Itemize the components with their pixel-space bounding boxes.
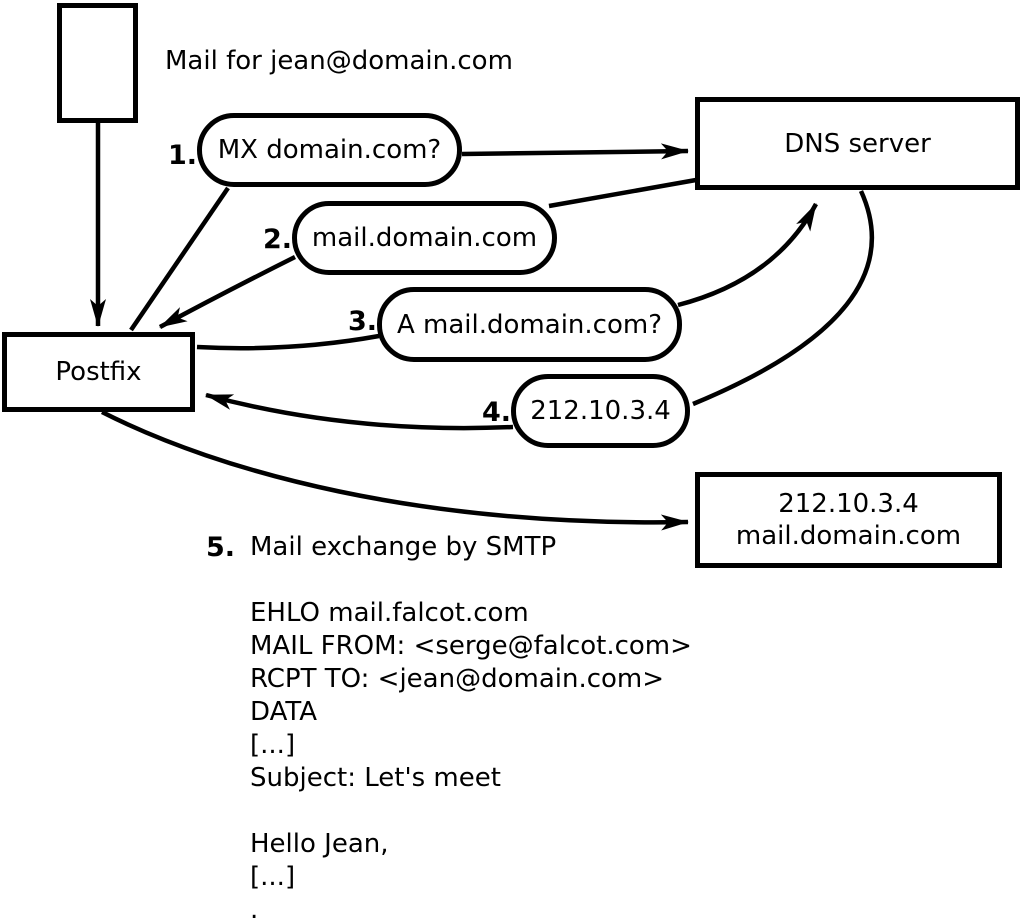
mail-for-label: Mail for jean@domain.com: [165, 46, 513, 76]
step1-query-label: MX domain.com?: [217, 135, 442, 165]
step2-response-label: mail.domain.com: [311, 223, 538, 253]
mail-server-host-label: mail.domain.com: [735, 521, 962, 551]
step5-number: 5.: [206, 532, 236, 563]
smtp-line-ellipsis-2: [...]: [250, 862, 296, 892]
connector-pill1-to-dns: [461, 143, 689, 160]
dns-server-box: DNS server: [695, 97, 1020, 190]
connector-pill2-to-postfix: [158, 254, 297, 329]
dns-server-label: DNS server: [784, 128, 931, 159]
connector-dns-to-pill2: [548, 177, 697, 209]
smtp-line-rcpt-to: RCPT TO: <jean@domain.com>: [250, 664, 665, 694]
postfix-box: Postfix: [2, 332, 195, 412]
smtp-line-blank: [250, 795, 692, 828]
mail-server-ip-label: 212.10.3.4: [778, 489, 919, 519]
smtp-line-terminator-dot: .: [250, 895, 259, 919]
step1-query-pill: MX domain.com?: [197, 113, 462, 187]
connector-postfix-to-pill3: [196, 333, 380, 351]
smtp-line-data: DATA: [250, 697, 317, 727]
connector-pill3-to-dns: [677, 202, 818, 308]
step2-number: 2.: [262, 224, 292, 255]
step1-number: 1.: [167, 140, 197, 171]
postfix-label: Postfix: [55, 357, 142, 387]
smtp-line-ehlo: EHLO mail.falcot.com: [250, 598, 529, 628]
step4-number: 4.: [481, 397, 511, 428]
connector-postfix-to-pill1: [129, 186, 230, 332]
mail-envelope-box: [57, 3, 138, 123]
step3-query-pill: A mail.domain.com?: [377, 287, 682, 362]
connector-postfix-to-mailserver: [100, 409, 689, 531]
step4-response-pill: 212.10.3.4: [511, 374, 690, 448]
smtp-line-ellipsis-1: [...]: [250, 730, 296, 760]
smtp-line-subject: Subject: Let's meet: [250, 763, 501, 793]
step2-response-pill: mail.domain.com: [292, 201, 557, 275]
step5-label: Mail exchange by SMTP: [250, 532, 557, 562]
step3-number: 3.: [347, 306, 377, 337]
smtp-line-mail-from: MAIL FROM: <serge@falcot.com>: [250, 631, 692, 661]
mail-server-box: 212.10.3.4 mail.domain.com: [695, 472, 1002, 568]
step4-response-label: 212.10.3.4: [530, 396, 671, 426]
smtp-session-block: EHLO mail.falcot.com MAIL FROM: <serge@f…: [250, 597, 692, 919]
connector-pill4-to-postfix: [205, 392, 514, 431]
step3-query-label: A mail.domain.com?: [397, 309, 662, 340]
smtp-line-hello: Hello Jean,: [250, 829, 389, 859]
connector-dns-to-pill4: [692, 190, 875, 407]
